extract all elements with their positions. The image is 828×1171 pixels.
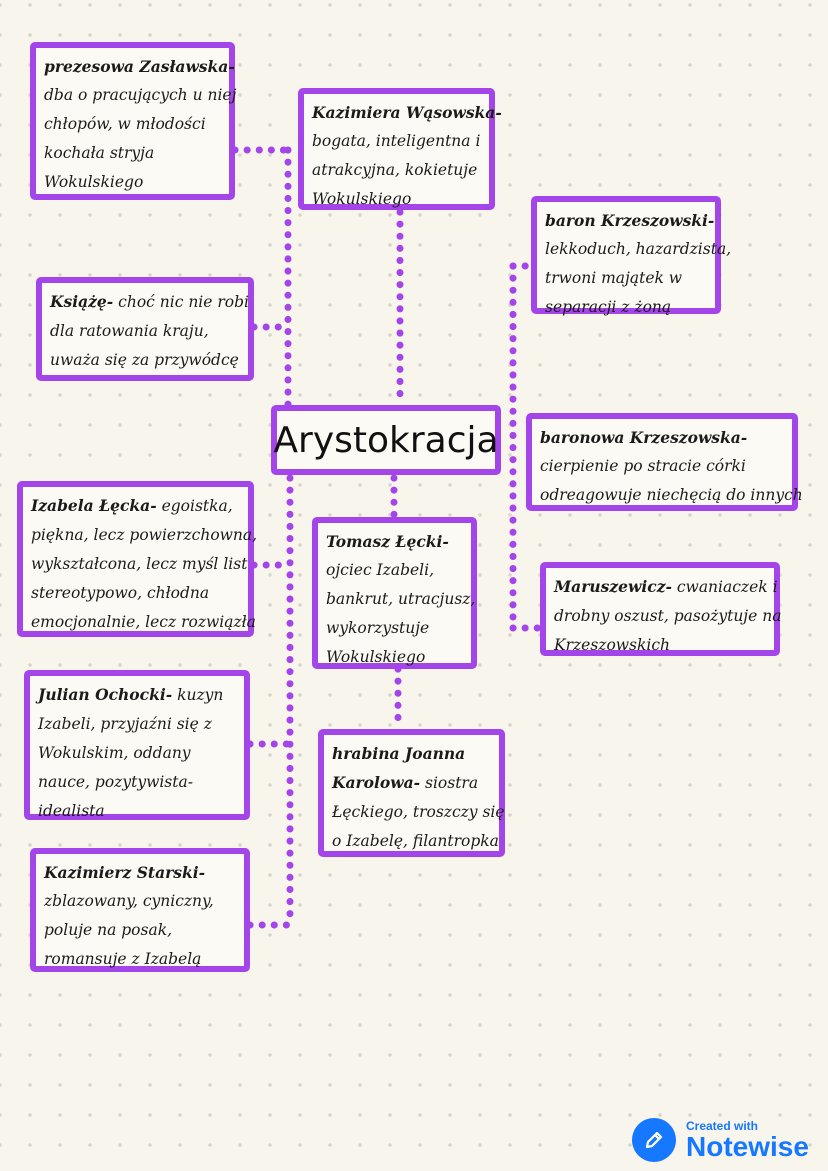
node-ochocki-name: Julian Ochocki- — [38, 685, 173, 704]
node-ochocki-line: Wokulskim, oddany — [38, 744, 191, 762]
node-maruszewicz: Maruszewicz- cwaniaczek i drobny oszust,… — [540, 562, 782, 656]
node-ochocki-line: nauce, pozytywista- — [38, 773, 193, 791]
node-ochocki-line: Izabeli, przyjaźni się z — [38, 715, 212, 733]
node-tomasz-line: bankrut, utracjusz, — [326, 590, 476, 608]
node-baronowa-line: cierpienie po stracie córki — [540, 457, 746, 475]
node-zaslawska: prezesowa Zasławska- dba o pracujących u… — [30, 42, 237, 200]
node-hrabina-line: Łęckiego, troszczy się — [332, 803, 505, 821]
node-wasowska-line: atrakcyjna, kokietuje — [312, 161, 478, 179]
node-maruszewicz-line: Krzeszowskich — [554, 636, 671, 654]
node-starski-line: zblazowany, cyniczny, — [44, 892, 214, 910]
node-starski: Kazimierz Starski- zblazowany, cyniczny,… — [30, 848, 250, 972]
node-izabela-line: emocjonalnie, lecz rozwiązła — [31, 613, 256, 631]
center-title: Arystokracja — [273, 419, 499, 461]
notewise-branding: Created with Notewise — [632, 1118, 809, 1162]
node-starski-name: Kazimierz Starski- — [44, 863, 206, 882]
branding-small-text: Created with — [686, 1118, 759, 1133]
node-tomasz-line: Wokulskiego — [326, 648, 426, 666]
node-baronowa-name: baronowa Krzeszowska- — [540, 428, 748, 447]
node-baronowa-krzeszowska: baronowa Krzeszowska- cierpienie po stra… — [526, 413, 803, 511]
branding-big-text: Notewise — [686, 1130, 809, 1162]
pen-icon — [632, 1118, 676, 1162]
node-izabela-line: piękna, lecz powierzchowna, — [31, 526, 258, 544]
node-maruszewicz-name: Maruszewicz- — [554, 577, 672, 596]
node-izabela: Izabela Łęcka- egoistka, piękna, lecz po… — [17, 481, 258, 637]
node-baron-line: trwoni majątek w — [545, 269, 683, 287]
node-zaslawska-line: Wokulskiego — [44, 173, 144, 191]
node-wasowska-name: Kazimiera Wąsowska- — [312, 103, 502, 122]
node-baronowa-line: odreagowuje niechęcią do innych — [540, 486, 803, 504]
node-baron-line: separacji z żoną — [545, 298, 672, 316]
node-hrabina-line: o Izabelę, filantropka — [332, 832, 499, 850]
node-hrabina-tail: siostra — [420, 774, 479, 792]
center-node: Arystokracja — [271, 405, 501, 475]
node-baron-name: baron Krzeszowski- — [545, 211, 715, 230]
node-ochocki-tail: kuzyn — [172, 686, 224, 704]
node-baron-krzeszowski: baron Krzeszowski- lekkoduch, hazardzist… — [531, 196, 732, 316]
node-ksiaze-tail: choć nic nie robi — [113, 293, 249, 311]
node-tomasz-lecki: Tomasz Łęcki- ojciec Izabeli, bankrut, u… — [312, 517, 477, 669]
node-ksiaze-line: uważa się za przywódcę — [50, 351, 239, 369]
node-hrabina-name2: Karolowa- — [332, 773, 421, 792]
node-izabela-line: wykształcona, lecz myśl list — [31, 555, 248, 573]
node-zaslawska-line: chłopów, w młodości — [44, 115, 206, 133]
node-hrabina: hrabina Joanna Karolowa- siostra Łęckieg… — [318, 729, 505, 857]
node-wasowska-line: Wokulskiego — [312, 190, 412, 208]
node-baron-line: lekkoduch, hazardzista, — [545, 240, 732, 258]
node-hrabina-name: hrabina Joanna — [332, 744, 466, 763]
node-ksiaze: Książę- choć nic nie robi dla ratowania … — [36, 277, 254, 381]
node-maruszewicz-line: drobny oszust, pasożytuje na — [554, 607, 782, 625]
node-wasowska-line: bogata, inteligentna i — [312, 132, 481, 150]
node-tomasz-line: ojciec Izabeli, — [326, 561, 435, 579]
node-starski-line: romansuje z Izabelą — [44, 950, 202, 968]
node-izabela-line: stereotypowo, chłodna — [31, 584, 210, 602]
node-ksiaze-name: Książę- — [50, 292, 114, 311]
node-zaslawska-line: dba o pracujących u niej — [44, 86, 237, 104]
node-ksiaze-line: dla ratowania kraju, — [50, 322, 209, 340]
node-zaslawska-line: kochała stryja — [44, 144, 155, 162]
node-zaslawska-name: prezesowa Zasławska- — [44, 57, 235, 76]
node-ochocki: Julian Ochocki- kuzyn Izabeli, przyjaźni… — [24, 670, 250, 820]
node-tomasz-name: Tomasz Łęcki- — [326, 532, 449, 551]
node-ochocki-line: idealista — [38, 802, 105, 820]
node-maruszewicz-tail: cwaniaczek i — [671, 578, 778, 596]
node-wasowska: Kazimiera Wąsowska- bogata, inteligentna… — [298, 88, 502, 210]
node-tomasz-line: wykorzystuje — [326, 619, 430, 637]
node-izabela-name: Izabela Łęcka- — [31, 496, 157, 515]
node-starski-line: poluje na posak, — [44, 921, 173, 939]
node-izabela-tail: egoistka, — [156, 497, 233, 515]
